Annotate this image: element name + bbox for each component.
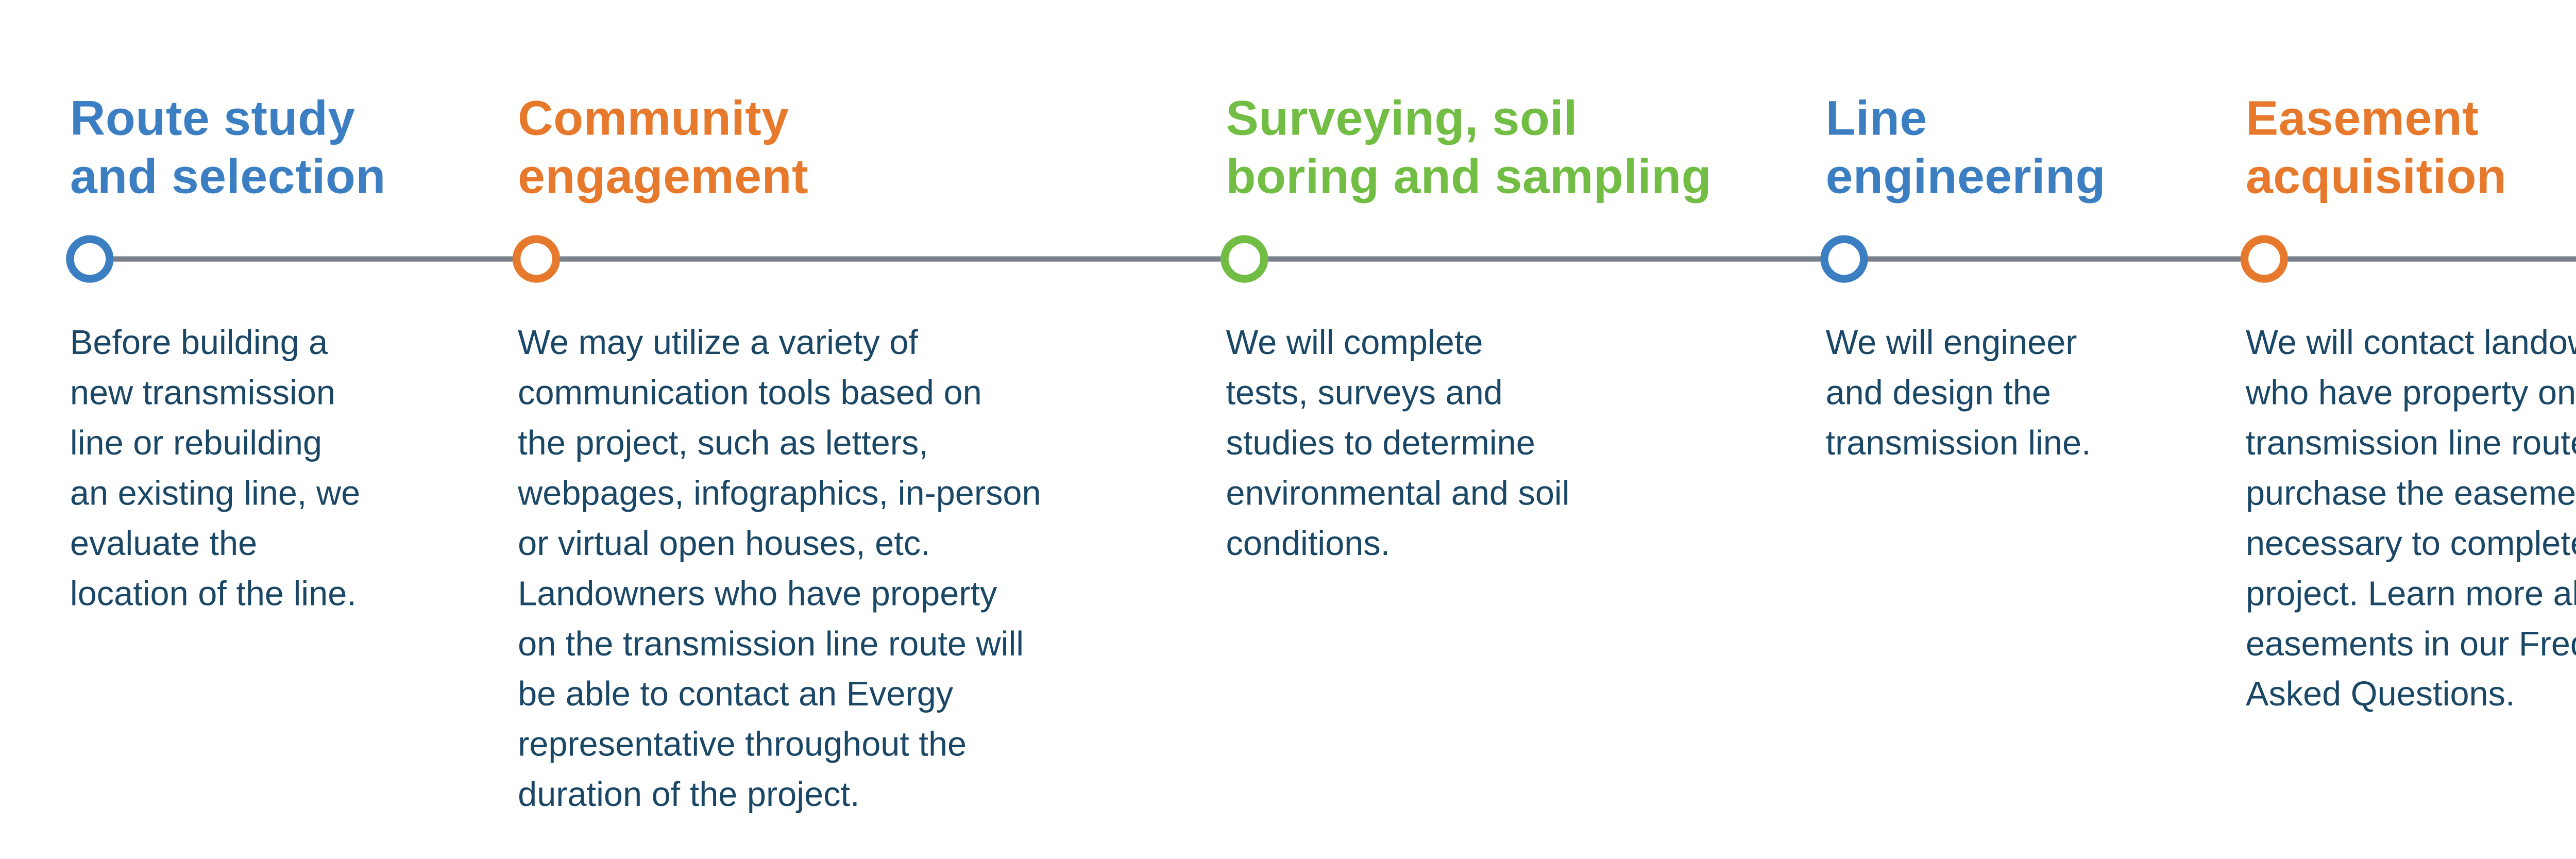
stage-node-icon [2240, 235, 2289, 283]
stage-node-icon [1820, 235, 1868, 283]
stage-description: We may utilize a variety of communicatio… [518, 322, 1041, 814]
stage-node-icon [1221, 235, 1268, 283]
stage-description: We will contact landowners who have prop… [2245, 322, 2576, 714]
stage-description: We will complete tests, surveys and stud… [1226, 322, 1570, 563]
stage-title: Community engagement [518, 90, 809, 204]
stage-easement-acquisition: Easement acquisition We will contact lan… [2240, 0, 2576, 859]
stage-description: Before building a new transmission line … [70, 322, 361, 613]
stage-node-icon [512, 235, 561, 283]
timeline-line [88, 256, 2576, 262]
stage-route-study-and-selection: Route study and selection Before buildin… [64, 0, 427, 859]
stage-description: We will engineer and design the transmis… [1825, 322, 2091, 463]
stage-community-engagement: Community engagement We may utilize a va… [512, 0, 1139, 859]
stage-line-engineering: Line engineering We will engineer and de… [1820, 0, 2170, 859]
stage-node-icon [64, 235, 112, 283]
stage-title: Surveying, soil boring and sampling [1226, 90, 1712, 204]
stage-surveying-soil-boring-sampling: Surveying, soil boring and sampling We w… [1221, 0, 1754, 859]
stage-title: Route study and selection [70, 90, 386, 204]
stage-title: Easement acquisition [2245, 90, 2507, 204]
stage-title: Line engineering [1825, 90, 2106, 204]
